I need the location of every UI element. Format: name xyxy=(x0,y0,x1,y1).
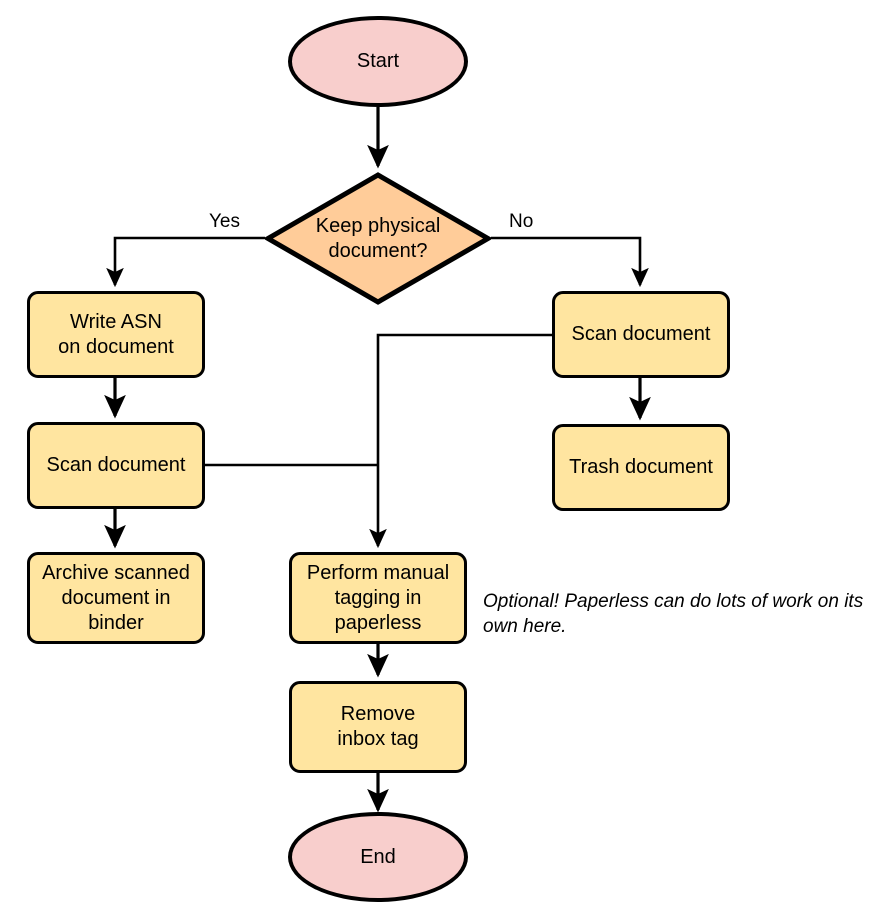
annotation-optional-note-text: Optional! Paperless can do lots of work … xyxy=(483,591,864,637)
node-keep-physical-document-decision[interactable]: Keep physical document? xyxy=(265,172,491,305)
node-end[interactable]: End xyxy=(288,812,468,902)
node-archive-scanned-document-in-binder-label: Archive scanned document in binder xyxy=(42,561,190,634)
edge-scan-right-to-tagging xyxy=(369,333,552,549)
node-remove-inbox-tag[interactable]: Remove inbox tag xyxy=(289,681,467,773)
node-scan-document-right-label: Scan document xyxy=(571,323,711,345)
edge-label-yes: Yes xyxy=(209,211,240,233)
diamond-shape xyxy=(265,172,491,305)
node-perform-manual-tagging-in-paperless-label: Perform manual tagging in paperless xyxy=(306,561,450,634)
node-scan-document-left[interactable]: Scan document xyxy=(27,422,205,509)
edge-decision-yes-to-write-asn xyxy=(106,236,265,288)
edge-decision-no-to-scan-right xyxy=(491,236,649,288)
node-start[interactable]: Start xyxy=(288,16,468,107)
edge-label-yes-text: Yes xyxy=(209,211,240,232)
annotation-optional-note: Optional! Paperless can do lots of work … xyxy=(483,589,883,639)
node-start-label: Start xyxy=(356,50,400,72)
edge-label-no-text: No xyxy=(509,211,534,232)
node-write-asn-on-document-label: Write ASN on document xyxy=(58,310,174,358)
node-end-label: End xyxy=(360,845,396,868)
node-write-asn-on-document[interactable]: Write ASN on document xyxy=(27,291,205,378)
edge-label-no: No xyxy=(509,211,533,233)
node-scan-document-left-label: Scan document xyxy=(46,454,186,476)
node-remove-inbox-tag-label: Remove inbox tag xyxy=(337,703,419,750)
node-trash-document[interactable]: Trash document xyxy=(552,424,730,511)
node-keep-physical-document-label: Keep physical document? xyxy=(315,214,441,262)
node-perform-manual-tagging-in-paperless[interactable]: Perform manual tagging in paperless xyxy=(289,552,467,644)
node-archive-scanned-document-in-binder[interactable]: Archive scanned document in binder xyxy=(27,552,205,644)
node-scan-document-right[interactable]: Scan document xyxy=(552,291,730,378)
node-trash-document-label: Trash document xyxy=(569,456,713,478)
